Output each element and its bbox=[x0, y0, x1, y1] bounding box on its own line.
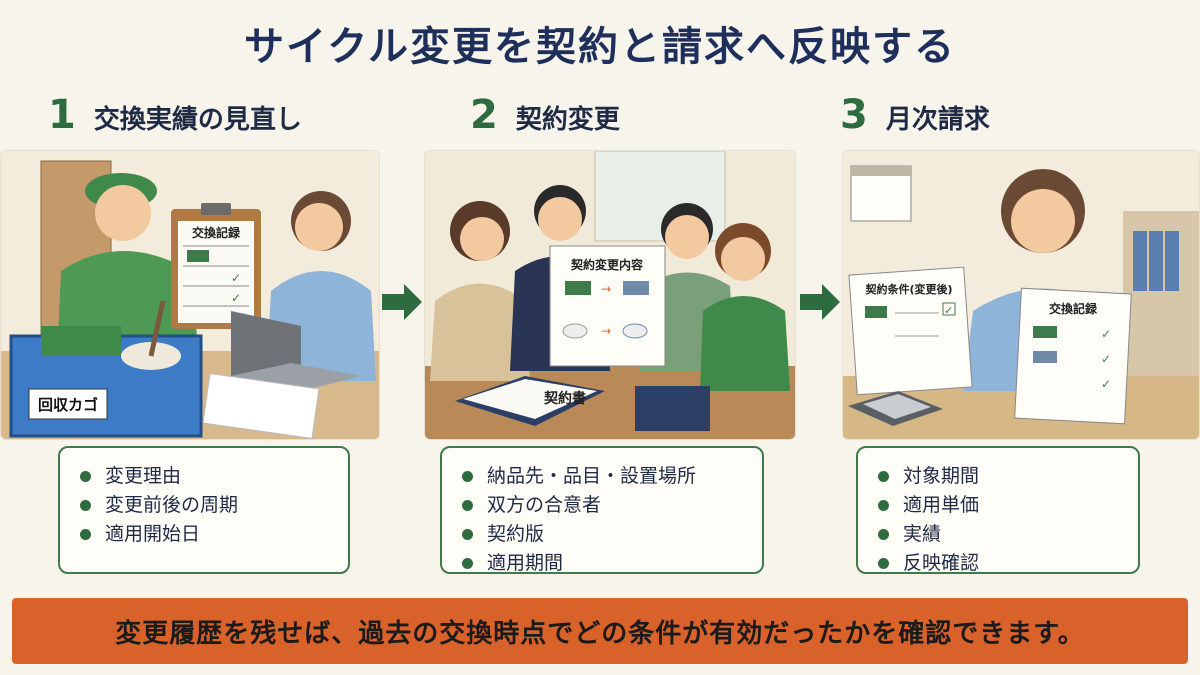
step-2-label: 契約変更 bbox=[515, 105, 620, 135]
checklist-item: 適用単価 bbox=[878, 491, 1118, 520]
svg-text:✓: ✓ bbox=[231, 291, 241, 305]
arrow-right-icon bbox=[800, 284, 840, 320]
checklist-item-label: 変更前後の周期 bbox=[105, 494, 239, 516]
step-3-illustration: 契約条件(変更後) ✓ 交換記録 ✓ ✓ ✓ bbox=[842, 150, 1200, 440]
step-3-checklist: 対象期間適用単価実績反映確認 bbox=[856, 446, 1140, 574]
bullet-icon bbox=[878, 471, 889, 482]
step-2-number: 2 bbox=[470, 92, 498, 138]
checklist-item: 変更理由 bbox=[80, 462, 328, 491]
checklist-item: 適用開始日 bbox=[80, 520, 328, 549]
bullet-icon bbox=[462, 558, 473, 569]
contract-terms-sheet: 契約条件(変更後) ✓ bbox=[848, 266, 973, 396]
step-1-illustration: 交換記録 ✓ ✓ 回収カゴ bbox=[0, 150, 380, 440]
checklist-item: 対象期間 bbox=[878, 462, 1118, 491]
svg-text:→: → bbox=[601, 324, 611, 338]
bullet-icon bbox=[462, 500, 473, 511]
checklist-item-label: 適用単価 bbox=[903, 494, 980, 516]
step-1-checklist: 変更理由変更前後の周期適用開始日 bbox=[58, 446, 350, 574]
checklist-item: 反映確認 bbox=[878, 549, 1118, 578]
calendar-icon bbox=[850, 165, 912, 222]
checklist-item-label: 変更理由 bbox=[105, 465, 182, 487]
step-3-label: 月次請求 bbox=[885, 105, 990, 135]
bullet-icon bbox=[878, 529, 889, 540]
svg-text:✓: ✓ bbox=[1101, 377, 1111, 391]
bullet-icon bbox=[80, 500, 91, 511]
checklist-item: 実績 bbox=[878, 520, 1118, 549]
step-2-header: 2 契約変更 bbox=[470, 92, 620, 138]
bin-label: 回収カゴ bbox=[38, 396, 98, 414]
collection-bin: 回収カゴ bbox=[9, 300, 203, 438]
svg-text:✓: ✓ bbox=[1101, 352, 1111, 366]
checklist-item: 適用期間 bbox=[462, 549, 742, 578]
svg-text:✓: ✓ bbox=[944, 304, 953, 317]
step-3-header: 3 月次請求 bbox=[840, 92, 990, 138]
step-1-label: 交換実績の見直し bbox=[93, 105, 302, 135]
contract-book-label: 契約書 bbox=[543, 390, 586, 407]
clipboard-title: 交換記録 bbox=[192, 225, 241, 240]
checklist-item-label: 実績 bbox=[903, 523, 942, 545]
checklist-item-label: 反映確認 bbox=[903, 552, 980, 574]
step-3-number: 3 bbox=[840, 92, 868, 138]
change-document-title: 契約変更内容 bbox=[570, 257, 643, 272]
bullet-icon bbox=[80, 529, 91, 540]
checklist-item-label: 適用期間 bbox=[487, 552, 564, 574]
checkmark-icon: ✓ bbox=[1101, 327, 1111, 341]
checklist-item-label: 対象期間 bbox=[903, 465, 980, 487]
left-sheet-title: 契約条件(変更後) bbox=[864, 282, 952, 296]
mat-icon bbox=[41, 326, 121, 356]
bullet-icon bbox=[462, 471, 473, 482]
bullet-icon bbox=[462, 529, 473, 540]
checklist-item-label: 適用開始日 bbox=[105, 523, 201, 545]
right-sheet-title: 交換記録 bbox=[1049, 301, 1098, 316]
step-2-illustration: 契約変更内容 → → 契約書 bbox=[424, 150, 796, 440]
calculator-icon bbox=[848, 391, 943, 426]
contract-book: 契約書 bbox=[455, 376, 605, 426]
bullet-icon bbox=[878, 500, 889, 511]
svg-text:✓: ✓ bbox=[231, 271, 241, 285]
svg-text:→: → bbox=[601, 282, 611, 296]
checklist-item-label: 双方の合意者 bbox=[487, 494, 602, 516]
footer-banner: 変更履歴を残せば、過去の交換時点でどの条件が有効だったかを確認できます。 bbox=[12, 598, 1188, 664]
exchange-record-sheet: 交換記録 ✓ ✓ ✓ bbox=[1014, 287, 1132, 425]
checklist-item: 納品先・品目・設置場所 bbox=[462, 462, 742, 491]
step-1-header: 1 交換実績の見直し bbox=[48, 92, 302, 138]
bullet-icon bbox=[878, 558, 889, 569]
bullet-icon bbox=[80, 471, 91, 482]
laptop-icon bbox=[231, 311, 361, 391]
arrow-right-icon bbox=[382, 284, 422, 320]
checklist-item-label: 納品先・品目・設置場所 bbox=[487, 465, 697, 487]
step-2-checklist: 納品先・品目・設置場所双方の合意者契約版適用期間 bbox=[440, 446, 764, 574]
page-title: サイクル変更を契約と請求へ反映する bbox=[244, 24, 956, 70]
step-1-number: 1 bbox=[48, 92, 76, 138]
change-document: 契約変更内容 → → bbox=[549, 245, 666, 367]
checklist-item: 契約版 bbox=[462, 520, 742, 549]
footer-text: 変更履歴を残せば、過去の交換時点でどの条件が有効だったかを確認できます。 bbox=[115, 618, 1085, 649]
checklist-item: 変更前後の周期 bbox=[80, 491, 328, 520]
checklist-item-label: 契約版 bbox=[487, 523, 545, 545]
checklist-item: 双方の合意者 bbox=[462, 491, 742, 520]
clipboard-icon: 交換記録 ✓ ✓ bbox=[171, 203, 261, 329]
